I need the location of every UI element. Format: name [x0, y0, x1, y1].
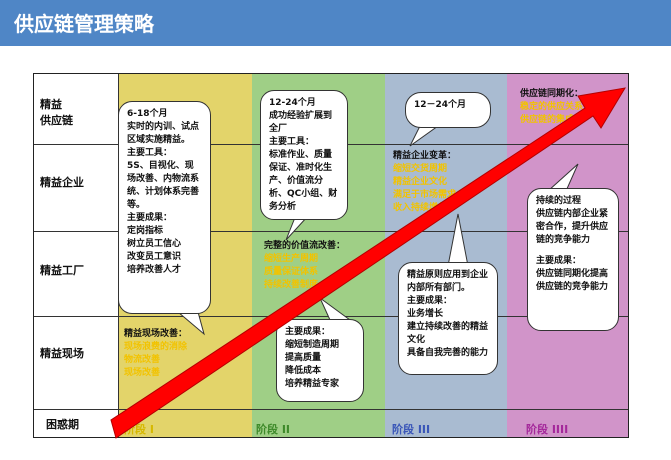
- text-item: 收入持续增长: [393, 203, 448, 213]
- callout-text: 定岗指标: [127, 226, 164, 236]
- callout-stage2-factory: 12-24个月 成功经验扩展到全厂 主要工具： 标准作业、质量保证、准时化生产、…: [260, 90, 348, 220]
- callout-text: 缩短制造周期: [285, 340, 340, 350]
- text-item: 物流改善: [124, 355, 161, 365]
- callout-text: 建立持续改善的精益文化: [407, 322, 489, 345]
- page-title: 供应链管理策略: [14, 12, 154, 36]
- supply-chain-synchronization: 供应链同期化： 稳定的供应关系 供应链的集成: [520, 88, 624, 127]
- row-label-lean-supply-chain: 精益 供应链: [40, 98, 73, 127]
- text-item: 持续改善制度: [264, 280, 319, 290]
- text-item: 缩短生产周期: [264, 254, 319, 264]
- callout-stage4-results: 持续的过程 供应链内部企业紧密合作，提升供应链的竞争能力 主要成果： 供应链同期…: [527, 188, 619, 331]
- callout-text: 精益原则应用到企业内部所有部门。: [407, 270, 489, 293]
- text-item: 缩短交货周期: [393, 164, 448, 174]
- callout-text: 主要成果：: [407, 296, 453, 306]
- callout-text: 6-18个月: [127, 109, 168, 119]
- callout-stage2-results: 主要成果： 缩短制造周期 提高质量 降低成本 培养精益专家: [276, 319, 364, 402]
- callout-text: 主要成果：: [127, 213, 173, 223]
- text-heading: 供应链同期化：: [520, 89, 584, 99]
- callout-text: 主要成果：: [285, 327, 331, 337]
- text-item: 供应链的集成: [520, 115, 575, 125]
- text-item: 现场改善: [124, 368, 161, 378]
- text-heading: 完整的价值流改善：: [264, 241, 346, 251]
- diagram-frame: [33, 73, 629, 438]
- callout-stage3-results: 精益原则应用到企业内部所有部门。 主要成果： 业务增长 建立持续改善的精益文化 …: [398, 262, 498, 375]
- grid-line: [34, 409, 628, 410]
- row-label-column: [34, 74, 118, 437]
- callout-text: 12－24个月: [414, 100, 467, 110]
- text-item: 质量保证体系: [264, 267, 319, 277]
- text-item: 稳定的供应关系: [520, 102, 584, 112]
- callout-stage1-site: 6-18个月 实时的内训、试点区域实施精益。 主要工具： 5S、目视化、现场改善…: [118, 101, 211, 314]
- callout-text: 实时的内训、试点区域实施精益。: [127, 122, 200, 145]
- callout-stage3-duration: 12－24个月: [405, 92, 491, 128]
- text-heading: 精益现场改善：: [124, 329, 188, 339]
- callout-text: 具备自我完善的能力: [407, 348, 489, 358]
- row-label-confusion-period: 困惑期: [46, 418, 79, 431]
- callout-text: 主要工具：: [269, 137, 315, 147]
- text-item: 现场浪费的消除: [124, 342, 188, 352]
- text-item: 精益企业文化: [393, 177, 448, 187]
- callout-text: 业务增长: [407, 309, 444, 319]
- lean-enterprise-transformation: 精益企业变革： 缩短交货周期 精益企业文化 满足于市场需求 收入持续增长: [393, 150, 505, 215]
- callout-text: 提高质量: [285, 353, 322, 363]
- callout-text: 12-24个月: [269, 98, 316, 108]
- stage-label-2: 阶段 II: [256, 423, 291, 436]
- callout-text: 标准作业、质量保证、准时化生产、价值流分析、QC小组、财务分析: [269, 150, 338, 212]
- lean-site-improvement: 精益现场改善： 现场浪费的消除 物流改善 现场改善: [124, 328, 244, 380]
- value-stream-improvement: 完整的价值流改善： 缩短生产周期 质量保证体系 持续改善制度: [264, 240, 384, 292]
- callout-text: 树立员工信心: [127, 239, 182, 249]
- text-heading: 精益企业变革：: [393, 151, 457, 161]
- callout-text: 供应链内部企业紧密合作，提升供应链的竞争能力: [536, 209, 609, 245]
- callout-text: 降低成本: [285, 366, 322, 376]
- callout-text: 成功经验扩展到全厂: [269, 111, 333, 134]
- stage-label-4: 阶段 IIII: [526, 423, 569, 436]
- stage-label-3: 阶段 III: [392, 423, 431, 436]
- callout-text: 改变员工意识: [127, 252, 182, 262]
- row-label-lean-site: 精益现场: [40, 347, 84, 360]
- title-banner: 供应链管理策略: [0, 0, 671, 46]
- callout-text: 持续的过程: [536, 196, 582, 206]
- callout-text: 供应链同期化提高供应链的竞争能力: [536, 269, 609, 292]
- callout-text: 主要成果：: [536, 256, 582, 266]
- row-label-lean-enterprise: 精益企业: [40, 176, 84, 189]
- callout-text: 5S、目视化、现场改善、内物流系统、计划体系完善等。: [127, 161, 200, 210]
- text-item: 满足于市场需求: [393, 190, 457, 200]
- callout-text: 培养精益专家: [285, 379, 340, 389]
- row-label-lean-factory: 精益工厂: [40, 264, 84, 277]
- grid-line: [34, 231, 628, 232]
- stage-3-column: [385, 74, 507, 437]
- callout-text: 培养改善人才: [127, 265, 182, 275]
- callout-text: 主要工具：: [127, 148, 173, 158]
